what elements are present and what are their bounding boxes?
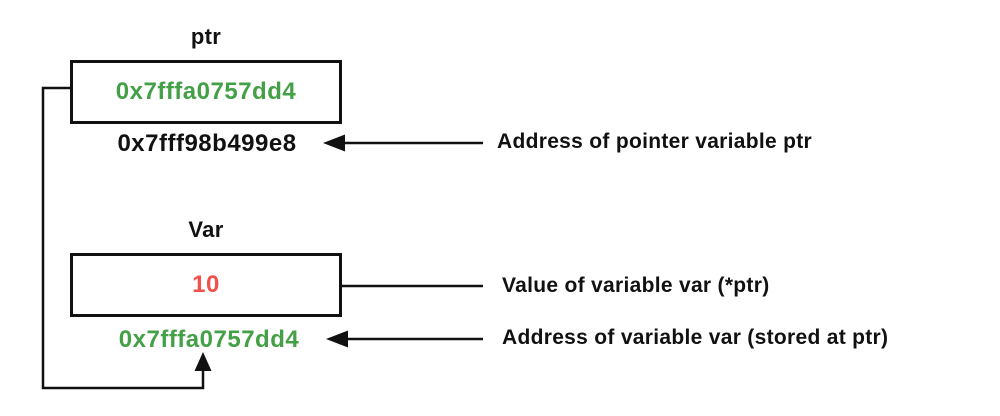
ptr-stored-value: 0x7fffa0757dd4 [115,78,297,105]
var-own-address: 0x7fffa0757dd4 [118,326,300,353]
ptr-block-label: ptr [190,24,222,49]
annotation-var-address: Address of variable var (stored at ptr) [502,326,889,349]
annotation-var-value: Value of variable var (*ptr) [502,274,770,297]
var-memory-box: 10 [70,253,342,317]
var-block-label: Var [188,217,224,242]
ptr-memory-box: 0x7fffa0757dd4 [70,60,342,124]
up-arrowhead-icon [194,352,212,371]
annotation-ptr-address: Address of pointer variable ptr [497,130,813,153]
ptr-own-address: 0x7fff98b499e8 [117,130,297,157]
var-stored-value: 10 [192,271,220,298]
